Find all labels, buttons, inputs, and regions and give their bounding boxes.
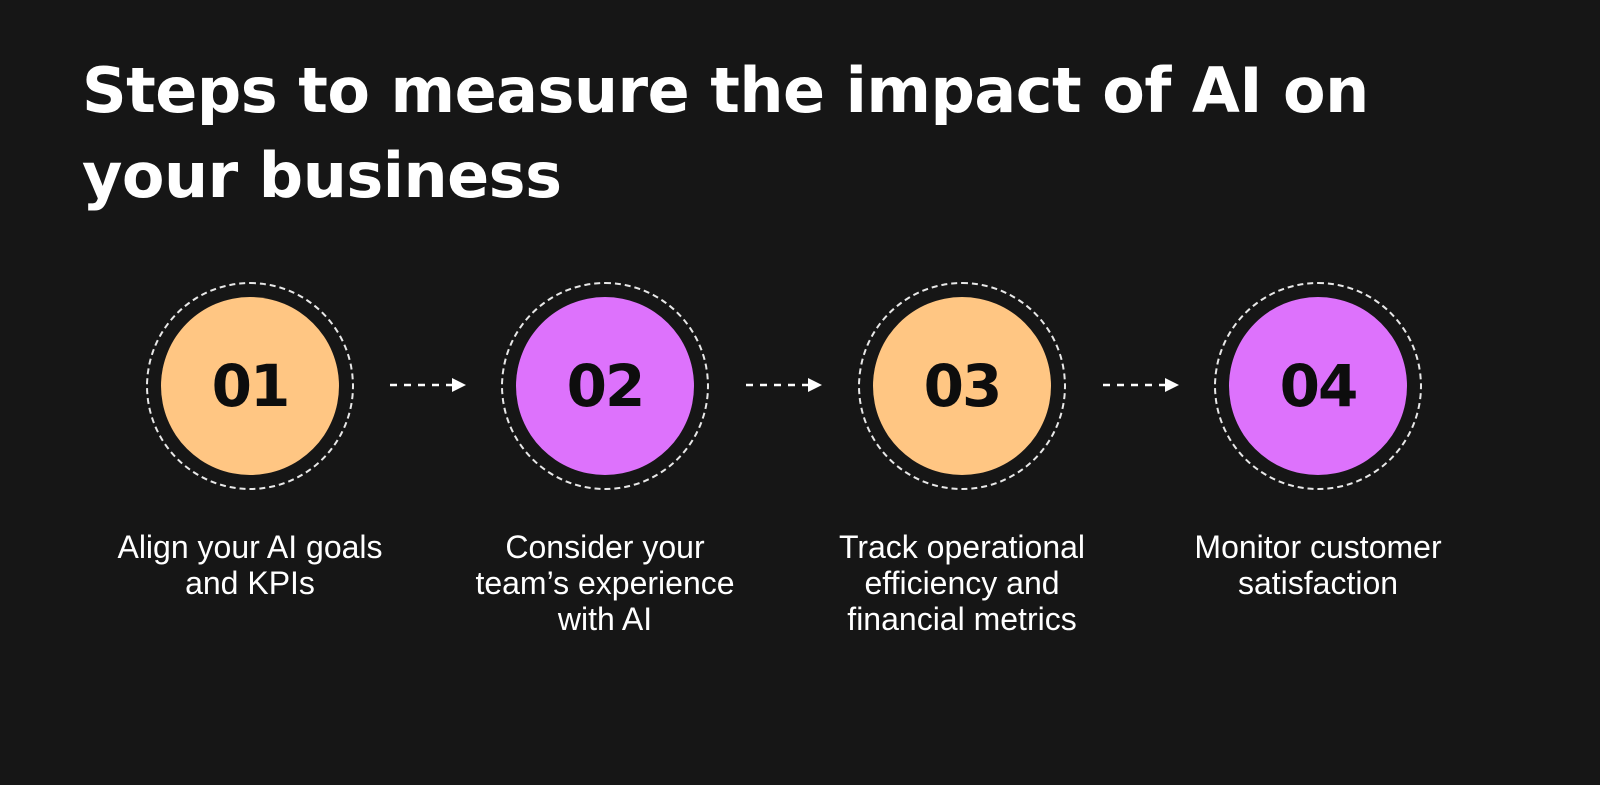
step-3-caption: Track operational efficiency and financi…: [762, 529, 1162, 637]
step-4-caption: Monitor customer satisfaction: [1118, 529, 1518, 601]
step-2-caption: Consider your team’s experience with AI: [405, 529, 805, 637]
arrow-right-icon: [390, 378, 466, 392]
step-3-caption-line-2: efficiency and: [864, 565, 1060, 601]
step-4-caption-line-1: Monitor customer: [1194, 529, 1442, 565]
step-2-dashed-ring: [501, 282, 709, 490]
arrow-right-icon: [746, 378, 822, 392]
step-2-number: 02: [566, 352, 646, 420]
step-1-caption-line-1: Align your AI goals: [117, 529, 383, 565]
page-title-line-1: Steps to measure the impact of AI on: [82, 54, 1369, 127]
step-1-number: 01: [211, 352, 291, 420]
arrow-right-icon: [1103, 378, 1179, 392]
page-title: Steps to measure the impact of AI on you…: [82, 48, 1482, 218]
step-4-dashed-ring: [1214, 282, 1422, 490]
step-1-caption-line-2: and KPIs: [185, 565, 315, 601]
step-1-circle: 01: [161, 297, 339, 475]
step-4-circle: 04: [1229, 297, 1407, 475]
step-3-circle: 03: [873, 297, 1051, 475]
step-4-number: 04: [1279, 352, 1359, 420]
step-2-caption-line-1: Consider your: [505, 529, 705, 565]
step-2-caption-line-2: team’s experience: [475, 565, 735, 601]
step-1-caption: Align your AI goals and KPIs: [50, 529, 450, 601]
step-4-caption-line-2: satisfaction: [1237, 565, 1399, 601]
step-3-caption-line-1: Track operational: [838, 529, 1086, 565]
step-2-circle: 02: [516, 297, 694, 475]
step-3-caption-line-3: financial metrics: [847, 601, 1077, 637]
step-3-dashed-ring: [858, 282, 1066, 490]
step-2-caption-line-3: with AI: [557, 601, 653, 637]
step-3-number: 03: [923, 352, 1003, 420]
step-1-dashed-ring: [146, 282, 354, 490]
page-title-line-2: your business: [82, 139, 562, 212]
